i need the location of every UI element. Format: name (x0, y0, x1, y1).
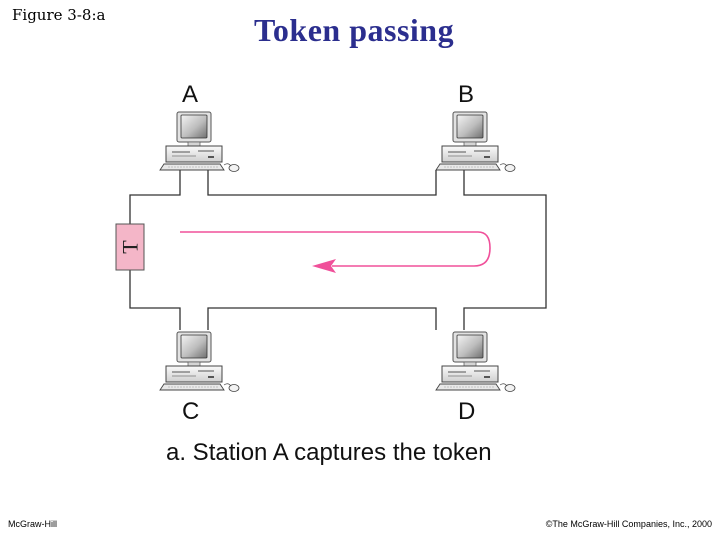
arrowhead-icon (312, 259, 336, 273)
station-label-c: C (182, 398, 199, 425)
computer-a-icon (159, 111, 240, 172)
station-label-a: A (182, 81, 198, 108)
token-path-arrow (180, 231, 491, 267)
computer-c-icon (159, 331, 240, 392)
token-label: T (118, 240, 143, 254)
computer-d-icon (435, 331, 516, 392)
station-label-d: D (458, 398, 475, 425)
figure-caption: a. Station A captures the token (166, 439, 492, 466)
copyright-footer: ©The McGraw-Hill Companies, Inc., 2000 (545, 519, 712, 529)
publisher-footer: McGraw-Hill (8, 519, 57, 529)
page-title: Token passing (254, 12, 455, 48)
token-box (115, 223, 145, 271)
station-label-b: B (458, 81, 474, 108)
computer-b-icon (435, 111, 516, 172)
ring-cable (129, 170, 547, 330)
figure-label: Figure 3-8:a (12, 6, 106, 24)
